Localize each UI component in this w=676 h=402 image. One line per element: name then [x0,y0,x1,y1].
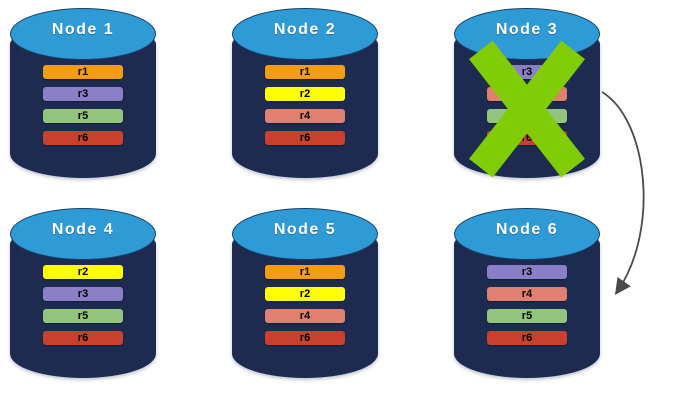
cylinder-top [10,208,156,260]
cylinder-top [232,8,378,60]
record-bar: r3 [487,65,567,79]
record-bar: r5 [43,109,123,123]
record-bar: r1 [43,65,123,79]
record-bar: r1 [265,65,345,79]
record-bar: r5 [43,309,123,323]
node-3[interactable]: Node 3 r3 r4 r5 r6 [454,8,600,188]
record-bar: r2 [265,287,345,301]
cylinder-top [454,8,600,60]
record-bar: r6 [487,331,567,345]
record-bar: r6 [43,131,123,145]
record-bar: r1 [265,265,345,279]
cylinder-top [232,208,378,260]
record-bar: r4 [265,109,345,123]
record-bar: r4 [487,287,567,301]
node-1[interactable]: Node 1 r1 r3 r5 r6 [10,8,156,188]
record-bar: r6 [265,131,345,145]
record-bar: r2 [265,87,345,101]
node-6[interactable]: Node 6 r3 r4 r5 r6 [454,208,600,388]
cylinder-top [10,8,156,60]
record-bar: r5 [487,309,567,323]
record-bar: r3 [487,265,567,279]
record-bar: r6 [43,331,123,345]
record-bar: r4 [265,309,345,323]
record-bar: r3 [43,287,123,301]
node-5[interactable]: Node 5 r1 r2 r4 r6 [232,208,378,388]
cylinder-top [454,208,600,260]
record-bar: r6 [265,331,345,345]
record-list: r1 r2 r4 r6 [265,65,345,153]
record-bar: r4 [487,87,567,101]
record-list: r1 r2 r4 r6 [265,265,345,353]
record-bar: r3 [43,87,123,101]
node-2[interactable]: Node 2 r1 r2 r4 r6 [232,8,378,188]
record-list: r3 r4 r5 r6 [487,265,567,353]
record-list: r3 r4 r5 r6 [487,65,567,153]
record-list: r1 r3 r5 r6 [43,65,123,153]
node-4[interactable]: Node 4 r2 r3 r5 r6 [10,208,156,388]
record-bar: r5 [487,109,567,123]
record-bar: r6 [487,131,567,145]
record-list: r2 r3 r5 r6 [43,265,123,353]
record-bar: r2 [43,265,123,279]
